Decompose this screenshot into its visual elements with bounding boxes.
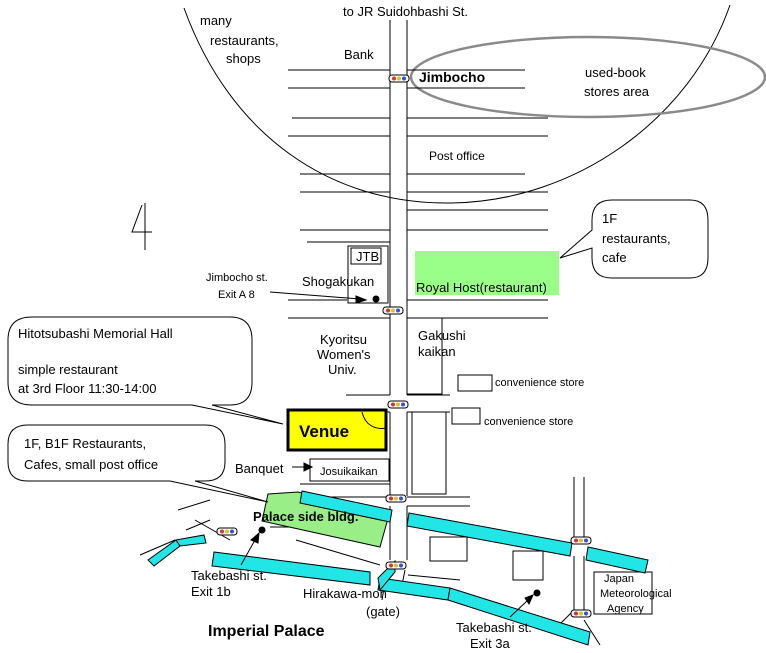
callout-hitotsubashi-hours: at 3rd Floor 11:30-14:00 [18,381,157,396]
label-shops: shops [226,51,261,66]
label-banquet: Banquet [235,461,284,476]
label-exit-3a: Exit 3a [470,636,511,651]
moat [147,490,649,646]
label-kyoritsu: Kyoritsu [320,332,367,347]
callouts [7,199,709,503]
callout-royal-cafe: cafe [602,250,627,265]
side-streets [270,69,601,646]
traffic-light-icon [570,536,592,545]
label-univ: Univ. [328,362,357,377]
label-restaurants: restaurants, [210,33,279,48]
label-convenience-2: convenience store [484,416,573,428]
label-palace-side: Palace side bldg. [253,509,359,524]
royal-host-building [415,251,559,295]
label-jimbocho-st: Jimbocho st. [206,272,268,284]
callout-hitotsubashi-title: Hitotsubashi Memorial Hall [18,326,173,341]
label-gate: (gate) [366,604,400,619]
palace-streets [139,499,371,585]
district-arc [183,4,731,204]
label-bank: Bank [344,47,374,62]
traffic-light-icon [388,74,410,83]
used-book-area-ellipse [409,35,766,119]
label-to-station: to JR Suidohbashi St. [343,4,468,19]
label-takebashi-1b: Takebashi st. [191,568,267,583]
label-venue: Venue [299,422,349,441]
callout-hitotsubashi-restaurant: simple restaurant [18,362,118,377]
traffic-lights [216,74,592,618]
label-kaikan: kaikan [418,344,456,359]
label-many: many [200,13,232,28]
traffic-light-icon [387,400,409,409]
label-used-book: used-book [585,65,646,80]
callout-hitotsubashi [7,316,284,425]
callout-royal-1f: 1F [602,211,617,226]
label-josuikaikan: Josuikaikan [320,466,377,478]
callout-royal-host [559,199,709,279]
traffic-light-icon [216,527,238,536]
label-meteorological: Meteorological [600,588,672,600]
station-exits [240,291,541,618]
label-womens: Women's [317,347,371,362]
label-shogakukan: Shogakukan [302,274,374,289]
label-hirakawa: Hirakawa-mon [303,586,387,601]
station-exit-icon [258,526,266,534]
venue-building [286,408,388,452]
traffic-light-icon [385,561,407,570]
label-jtb: JTB [356,249,379,264]
label-jimbocho: Jimbocho [419,69,485,85]
label-takebashi-3a: Takebashi st. [456,620,532,635]
traffic-light-icon [382,306,404,315]
station-exit-icon [372,295,380,303]
label-exit-a8: Exit A 8 [218,289,255,301]
label-imperial-palace: Imperial Palace [208,623,325,640]
buildings [309,245,653,615]
north-mark-icon [131,203,152,250]
station-exit-icon [533,589,541,597]
callout-royal-restaurants: restaurants, [602,231,671,246]
traffic-light-icon [570,609,592,618]
venue-corner-arc [361,411,387,429]
label-stores-area: stores area [584,84,650,99]
callout-palace-cafes: Cafes, small post office [24,457,158,472]
label-post-office: Post office [429,149,485,163]
label-royal-host: Royal Host(restaurant) [416,280,547,295]
callout-palace-restaurants: 1F, B1F Restaurants, [24,436,146,451]
traffic-light-icon [385,494,407,503]
callout-palace-side [7,424,269,503]
label-japan: Japan [604,573,634,585]
label-gakushi: Gakushi [418,328,466,343]
label-agency: Agency [607,603,644,615]
label-convenience-1: convenience store [495,377,584,389]
label-exit-1b: Exit 1b [191,584,231,599]
palace-side-building [261,491,390,548]
